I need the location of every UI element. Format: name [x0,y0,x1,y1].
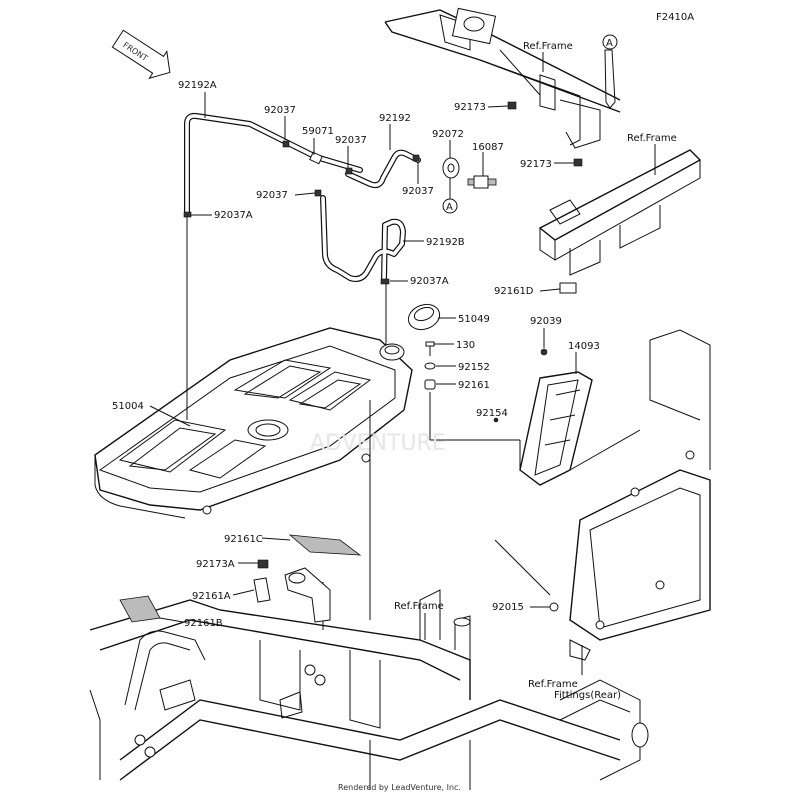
label-92152: 92152 [458,362,490,373]
label-92039: 92039 [530,316,562,327]
label-ref-frame-fittings: Ref.Frame [528,679,578,690]
label-92015: 92015 [492,602,524,613]
watermark-text: ADVENTURE [310,431,446,456]
label-ref-frame-bottom: Ref.Frame [394,601,444,612]
hose-92192 [345,149,421,189]
label-92072: 92072 [432,129,464,140]
bracket-14093 [519,371,593,486]
label-92192A: 92192A [178,80,217,91]
label-51049: 51049 [458,314,490,325]
label-130: 130 [456,340,475,351]
label-92192B: 92192B [426,237,465,248]
callout-a-top-label: A [606,38,613,49]
hose-92192A [184,112,363,217]
bolt-92039 [540,348,548,356]
label-14093: 14093 [568,341,600,352]
label-92173-top: 92173 [454,102,486,113]
joint-59071 [309,151,323,165]
label-92173A: 92173A [196,559,235,570]
label-59071: 59071 [302,126,334,137]
label-92161B: 92161B [184,618,223,629]
clamp-92037-d [314,189,322,197]
label-92161A: 92161A [192,591,231,602]
label-fittings-rear: Fittings(Rear) [554,690,621,701]
hose-92192B [320,195,406,283]
label-92161C: 92161C [224,534,263,545]
callout-a-top [602,34,618,50]
mount-bracket-lower [284,567,331,623]
clamp-92037-b [345,167,353,175]
fuel-tank-51004 [94,327,413,519]
leader-lines [149,52,656,675]
label-92037-d: 92037 [256,190,288,201]
label-16087: 16087 [472,142,504,153]
bolt-130 [425,341,435,356]
label-92161D: 92161D [494,286,534,297]
pad-92161B [119,595,161,623]
frame-lower [89,589,649,790]
label-92037-c: 92037 [402,186,434,197]
nut-92173-mid [573,158,583,167]
front-arrow-icon: FRONT [111,29,171,80]
damper-92161 [424,379,436,390]
pad-92161C [288,534,362,556]
washer-92152 [424,362,436,370]
clamp-92037-c [412,154,420,162]
grommet-92072 [442,157,460,179]
nut-92173-top [507,101,517,110]
damper-92161D [559,282,577,294]
clamp-92037A-right [380,278,390,285]
callout-a-hose-label: A [446,202,453,213]
footer-credit: Rendered by LeadVenture, Inc. [338,783,461,792]
label-92037-b: 92037 [335,135,367,146]
label-92037-a: 92037 [264,105,296,116]
damper-92161A [253,577,271,603]
label-ref-frame-top: Ref.Frame [523,41,573,52]
clamp-92037A-left [183,211,192,218]
label-92037A-left: 92037A [214,210,253,221]
frame-fittings-rear [569,329,711,661]
clamp-92037-a [282,140,290,148]
diagram-code: F2410A [656,12,694,23]
frame-rail-right [538,149,702,276]
label-92173-mid: 92173 [520,159,552,170]
label-51004: 51004 [112,401,144,412]
clip-92173A [257,559,269,569]
label-92037A-right: 92037A [410,276,449,287]
label-92154: 92154 [476,408,508,419]
label-ref-frame-right: Ref.Frame [627,133,677,144]
label-92192: 92192 [379,113,411,124]
label-92161: 92161 [458,380,490,391]
fuel-cap-51049 [407,303,441,331]
nut-92015 [549,602,559,612]
frame-bracket-top [384,7,621,149]
valve-16087 [467,175,497,189]
